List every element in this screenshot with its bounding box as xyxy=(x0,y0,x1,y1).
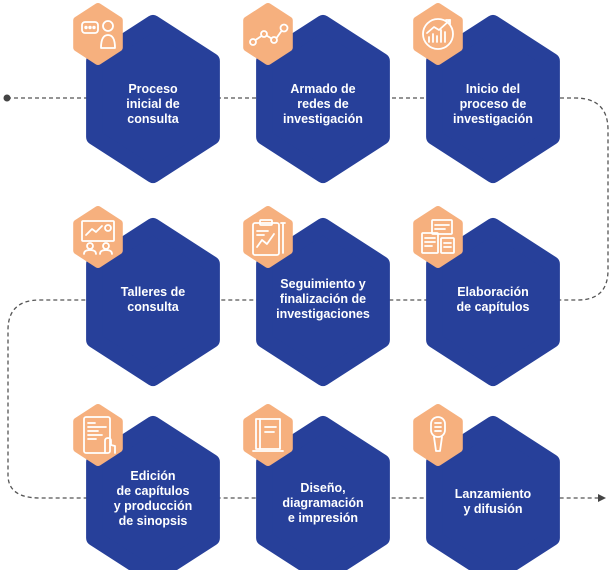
step-label: Edición de capítulos y producción de sin… xyxy=(113,469,193,528)
network-nodes-icon xyxy=(249,23,289,46)
step-hexagons xyxy=(413,404,560,570)
step-hexagons xyxy=(243,3,390,183)
step-hexagons xyxy=(413,3,560,183)
step-orange-hexagon xyxy=(243,404,293,466)
touch-tablet-icon xyxy=(83,416,116,454)
process-step: Edición de capítulos y producción de sin… xyxy=(68,404,220,570)
step-label: Talleres de consulta xyxy=(120,285,186,314)
start-dot xyxy=(3,94,11,102)
step-hexagons xyxy=(243,206,390,386)
process-step: Diseño, diagramación e impresión xyxy=(238,404,390,570)
step-hexagons xyxy=(73,404,220,570)
process-step: Elaboración de capítulos xyxy=(408,206,560,386)
step-label: Proceso inicial de consulta xyxy=(126,82,180,126)
step-orange-hexagon xyxy=(243,3,293,65)
clipboard-chart-icon xyxy=(252,219,286,256)
step-hexagons xyxy=(73,3,220,183)
step-label: Diseño, diagramación e impresión xyxy=(282,481,364,525)
step-orange-hexagon xyxy=(413,404,463,466)
step-orange-hexagon xyxy=(73,3,123,65)
presentation-board-icon xyxy=(81,220,115,255)
process-step: Proceso inicial de consulta xyxy=(68,3,220,183)
step-label: Inicio del proceso de investigación xyxy=(453,82,533,126)
chat-person-icon xyxy=(81,20,116,49)
process-step: Lanzamiento y difusión xyxy=(408,404,560,570)
step-hexagons xyxy=(243,404,390,570)
step-hexagons xyxy=(413,206,560,386)
process-step: Talleres de consulta xyxy=(68,206,220,386)
end-arrow xyxy=(598,494,606,502)
step-label: Armado de redes de investigación xyxy=(283,82,363,126)
microphone-icon xyxy=(430,416,446,452)
step-label: Elaboración de capítulos xyxy=(456,285,530,314)
step-label: Lanzamiento y difusión xyxy=(454,487,532,516)
process-step: Inicio del proceso de investigación xyxy=(408,3,560,183)
process-step: Seguimiento y finalización de investigac… xyxy=(238,206,390,386)
process-step: Armado de redes de investigación xyxy=(238,3,390,183)
step-label: Seguimiento y finalización de investigac… xyxy=(276,277,370,321)
step-orange-hexagon xyxy=(73,206,123,268)
book-icon xyxy=(252,418,284,452)
documents-icon xyxy=(421,219,455,254)
step-hexagons xyxy=(73,206,220,386)
growth-chart-icon xyxy=(422,18,454,50)
